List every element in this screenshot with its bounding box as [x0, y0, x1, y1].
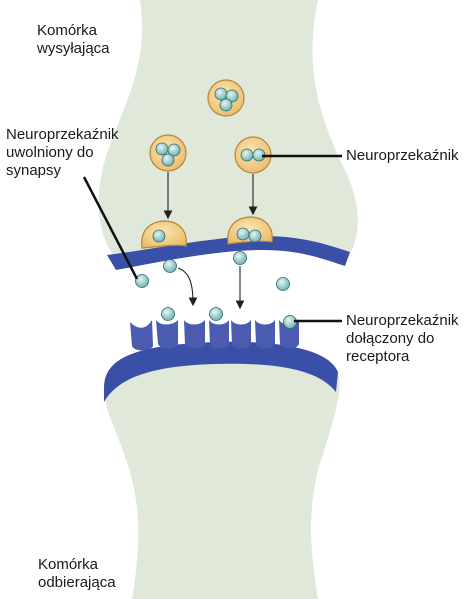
leader-released [82, 176, 139, 280]
leader-lines [82, 154, 342, 323]
presynaptic-terminal [98, 0, 358, 262]
receptor [156, 320, 178, 349]
presynaptic-membrane [107, 236, 350, 270]
free-molecules [135, 251, 297, 329]
vesicle-fusing-left [141, 220, 187, 249]
label-bound-neurotransmitter: Neuroprzekaźnik dołączony do receptora [346, 312, 459, 365]
molecule [209, 307, 223, 321]
receptor [184, 320, 205, 349]
receptors [130, 320, 299, 351]
receptor [255, 320, 275, 349]
vesicle-top [207, 79, 245, 117]
postsynaptic-membrane [104, 341, 338, 402]
molecule [276, 277, 290, 291]
molecule [233, 251, 247, 265]
receptor [209, 320, 229, 349]
label-sending-cell: Komórka wysyłająca [37, 22, 110, 57]
molecule [135, 274, 149, 288]
arrows [163, 172, 258, 310]
postsynaptic-terminal [104, 341, 340, 599]
receptor [130, 320, 153, 351]
molecule [161, 307, 175, 321]
molecule [163, 259, 177, 273]
vesicle-left [149, 134, 187, 172]
label-receiving-cell: Komórka odbierająca [38, 556, 116, 591]
vesicle-fusing-right [227, 216, 273, 245]
receptor [231, 320, 251, 349]
label-neurotransmitter: Neuroprzekaźnik [346, 147, 459, 164]
label-released-neurotransmitter: Neuroprzekaźnik uwolniony do synapsy [6, 126, 119, 179]
arrow-release-curve [177, 267, 198, 307]
